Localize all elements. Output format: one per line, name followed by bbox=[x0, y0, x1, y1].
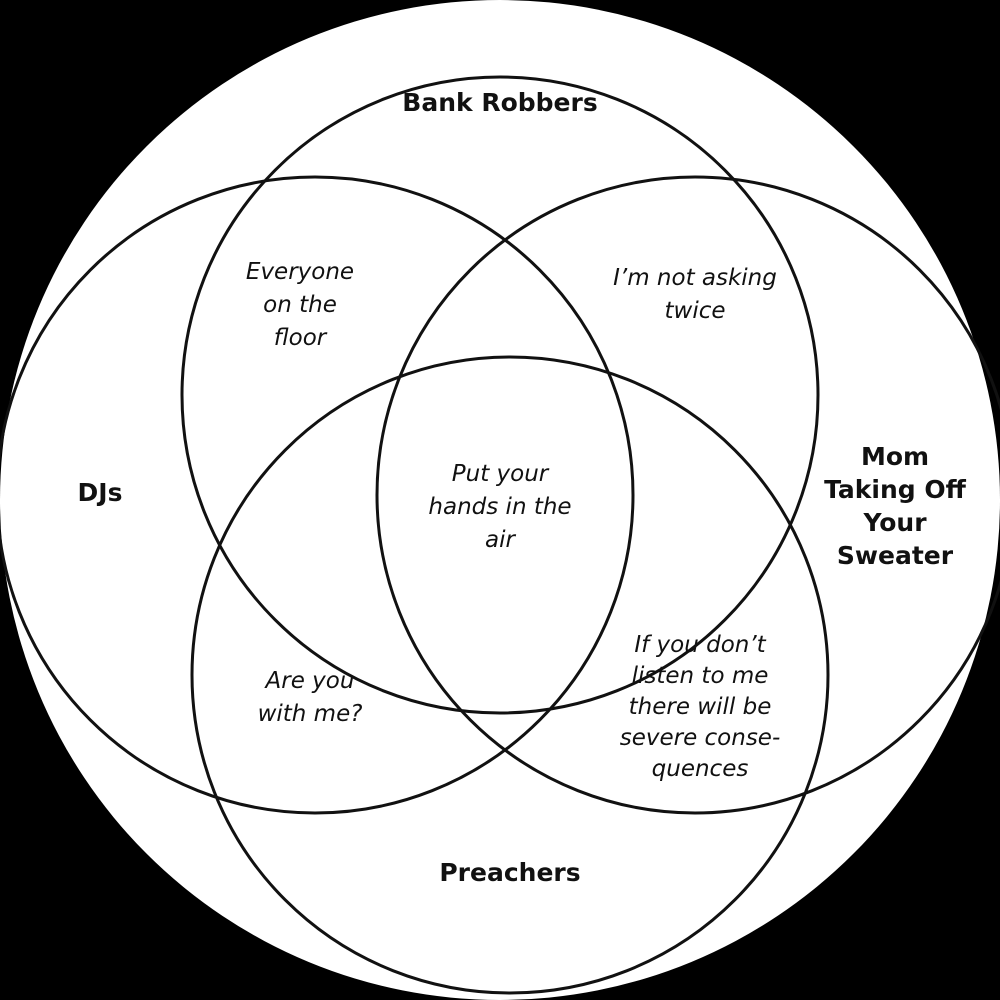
region-label-djs-preachers: Are you with me? bbox=[257, 668, 363, 727]
region-label-bank-robbers-mom: I’m not asking twice bbox=[613, 265, 777, 324]
circle-mom bbox=[375, 175, 1000, 815]
set-label-djs: DJs bbox=[77, 478, 123, 507]
region-label-mom-preachers: If you don’t listen to me there will be … bbox=[619, 632, 781, 782]
circle-bank-robbers bbox=[180, 75, 820, 715]
set-label-preachers: Preachers bbox=[439, 858, 581, 887]
region-label-djs-bank-robbers: Everyone on the floor bbox=[245, 259, 355, 351]
circle-preachers bbox=[190, 355, 830, 995]
set-label-mom: Mom Taking Off Your Sweater bbox=[824, 442, 966, 570]
circle-djs bbox=[0, 175, 635, 815]
region-label-all-four: Put your hands in the air bbox=[428, 461, 572, 553]
set-label-bank-robbers: Bank Robbers bbox=[402, 88, 598, 117]
